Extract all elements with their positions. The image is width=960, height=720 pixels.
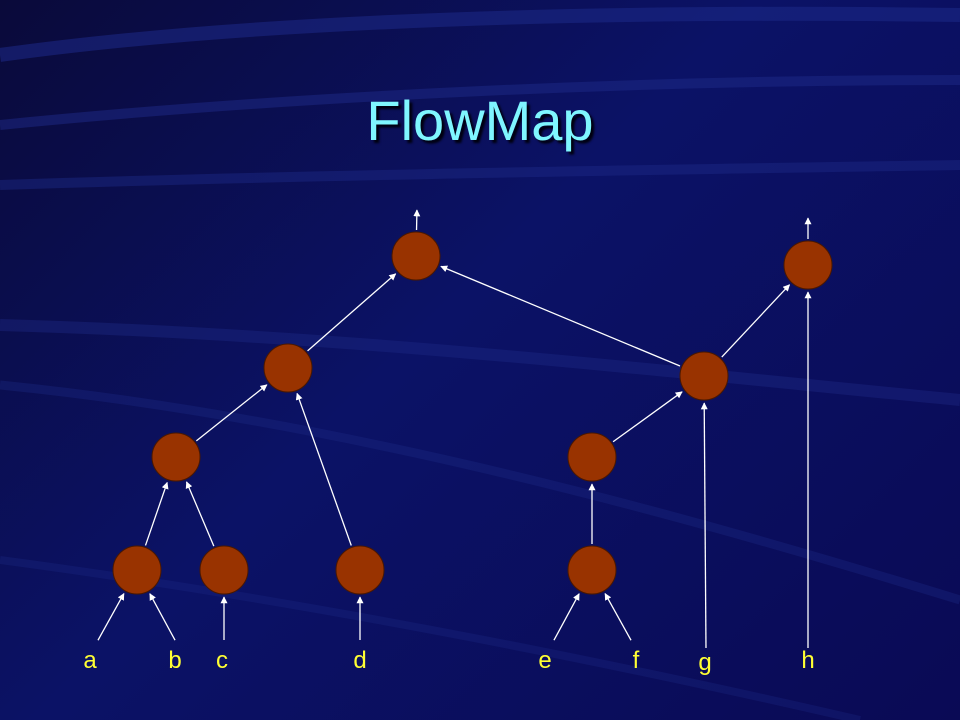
edge-mid-right-to-root-right	[721, 284, 791, 358]
node-base-ef	[567, 545, 617, 595]
leaf-label-f: f	[633, 647, 640, 674]
nodes	[112, 231, 833, 595]
edge-mid-left-to-root-left	[307, 273, 397, 352]
edge-inner-right-to-mid-right	[612, 391, 683, 443]
node-base-c	[199, 545, 249, 595]
slide-title: FlowMap	[366, 89, 594, 152]
swoosh-1	[0, 6, 960, 62]
edge-f-to-base-ef	[604, 592, 632, 641]
edge-b-to-base-ab	[149, 593, 176, 641]
leaf-label-e: e	[538, 647, 551, 674]
edge-inner-left-to-mid-left	[195, 384, 268, 442]
edge-mid-right-to-root-left	[440, 265, 681, 367]
leaf-label-h: h	[801, 647, 814, 674]
node-root-right	[783, 240, 833, 290]
edge-a-to-base-ab	[97, 592, 125, 641]
edge-base-ab-to-inner-left	[144, 481, 169, 546]
node-base-ab	[112, 545, 162, 595]
leaf-label-d: d	[353, 647, 366, 674]
leaf-label-a: a	[83, 647, 97, 674]
swoosh-4	[0, 319, 960, 406]
leaf-labels: a b c d e f g h	[83, 647, 814, 676]
edge-base-c-to-inner-left	[185, 481, 215, 547]
edge-g-to-mid-right	[700, 402, 708, 649]
swoosh-3	[0, 160, 960, 190]
node-inner-right	[567, 432, 617, 482]
leaf-label-g: g	[698, 649, 711, 676]
edge-base-d-to-mid-left	[295, 392, 352, 546]
node-mid-right	[679, 351, 729, 401]
swoosh-5	[0, 380, 960, 605]
node-root-left	[391, 231, 441, 281]
edges	[97, 209, 812, 649]
leaf-label-b: b	[168, 647, 181, 674]
node-base-d	[335, 545, 385, 595]
edge-e-to-base-ef	[553, 593, 580, 641]
swoosh-2	[0, 75, 960, 130]
leaf-label-c: c	[216, 647, 228, 674]
node-inner-left	[151, 432, 201, 482]
node-mid-left	[263, 343, 313, 393]
